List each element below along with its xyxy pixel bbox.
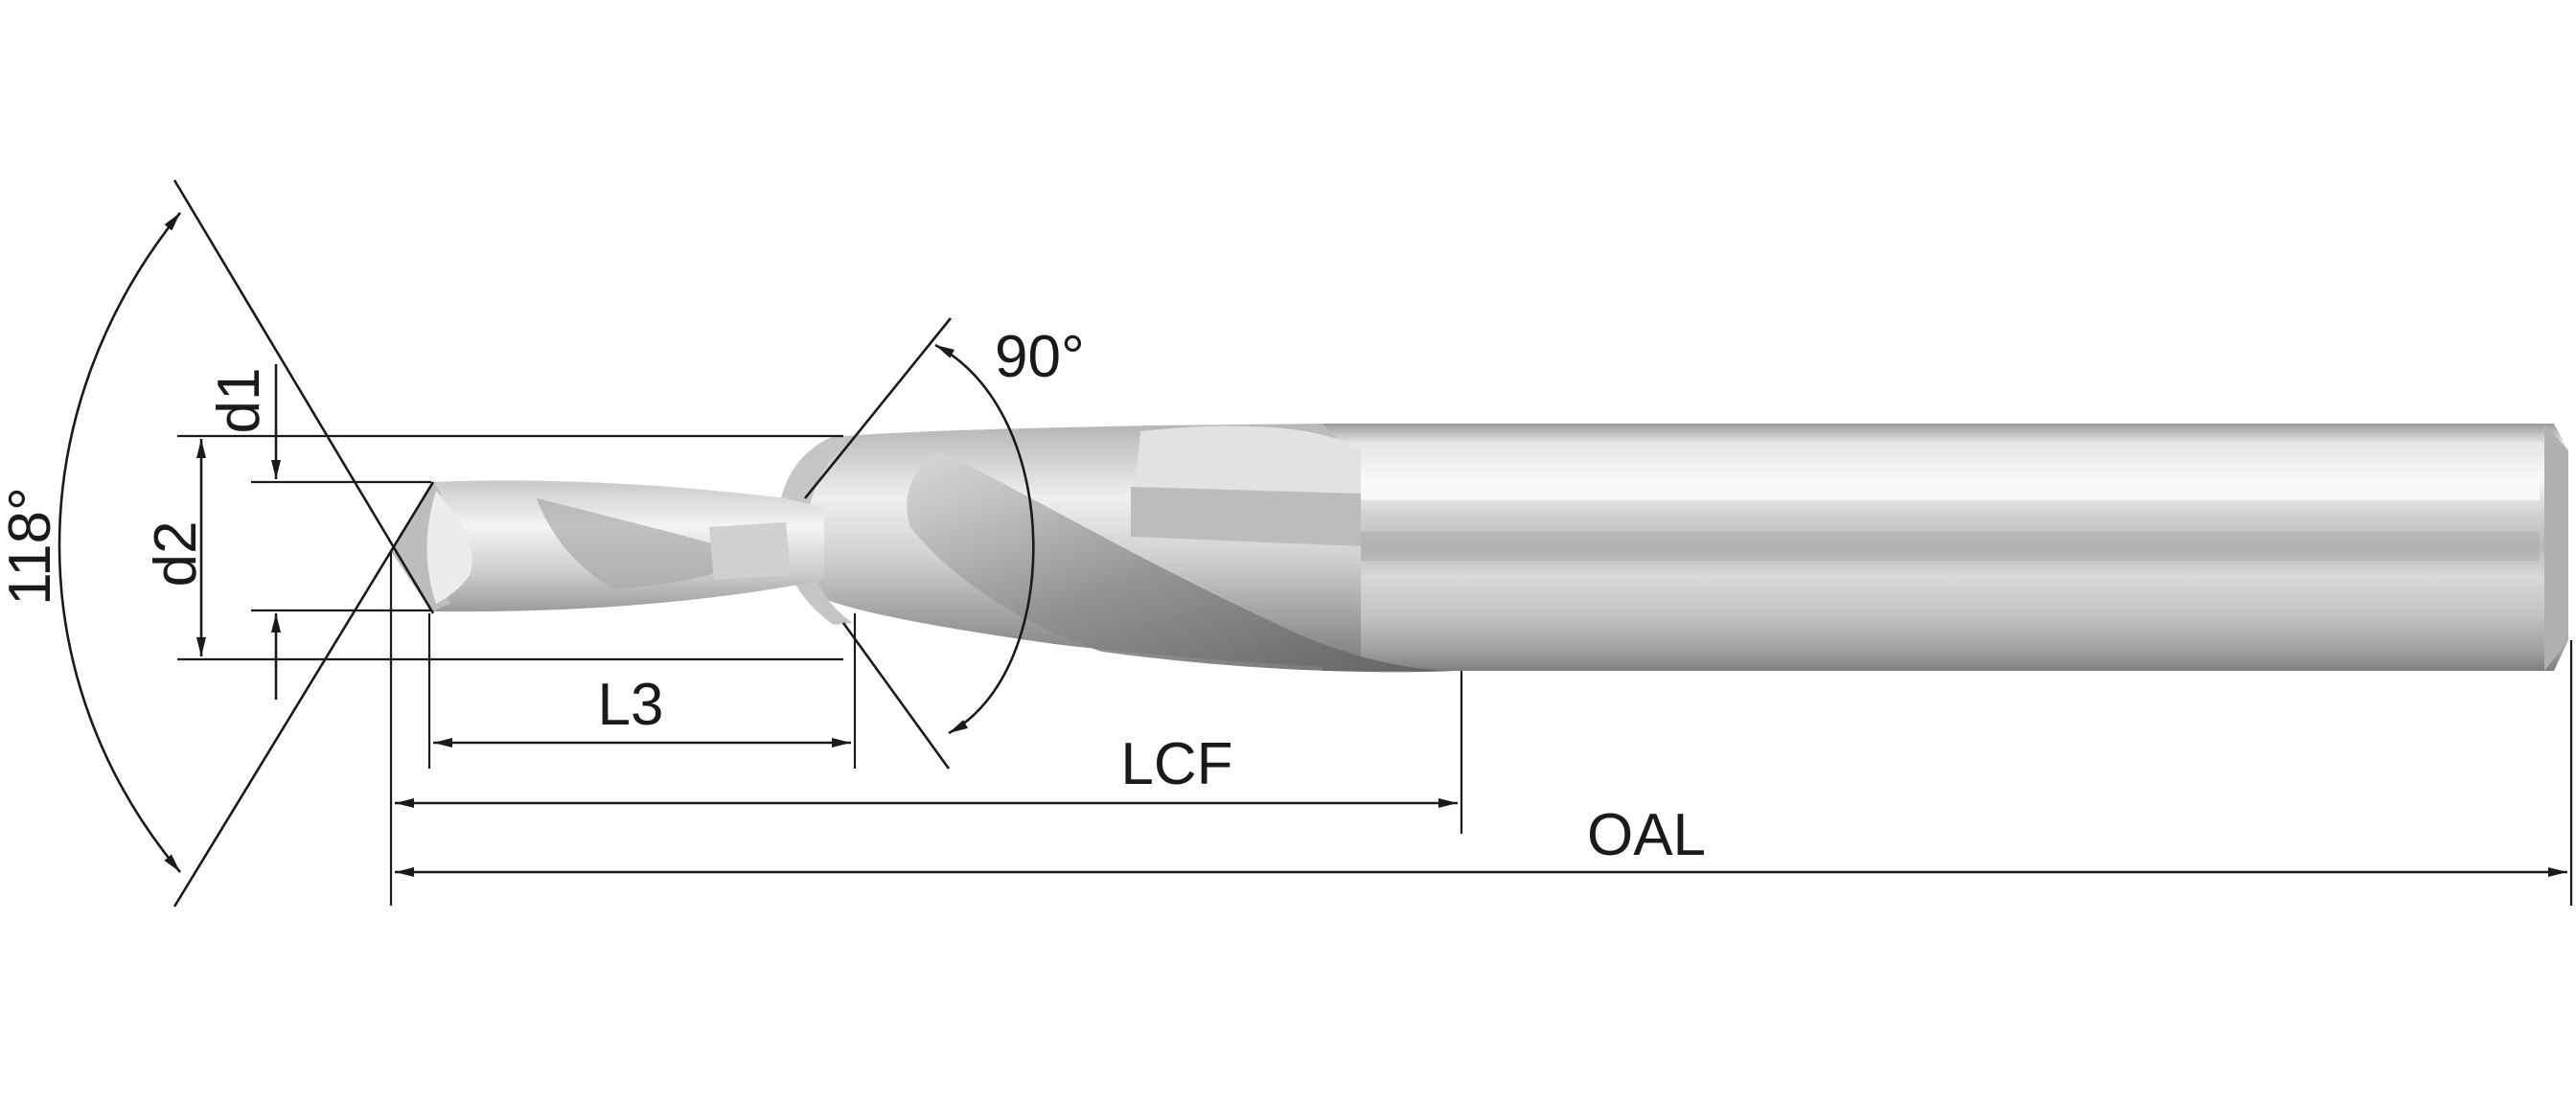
drill-body xyxy=(391,424,2568,673)
label-oal: OAL xyxy=(1587,802,1706,868)
dimension-labels: 118° d2 d1 90° L3 LCF OAL xyxy=(0,324,1706,868)
shank-highlight xyxy=(1361,477,2540,500)
angle90-line-lower xyxy=(841,622,951,770)
angle118-arc xyxy=(58,212,182,873)
angle90-arc xyxy=(934,343,1035,735)
helical-flute xyxy=(907,450,1457,673)
label-90-degrees: 90° xyxy=(995,324,1085,390)
margin-land-edge xyxy=(1131,487,1361,546)
label-d1: d1 xyxy=(206,368,272,434)
shank-chamfer xyxy=(2544,424,2568,671)
label-d2: d2 xyxy=(143,521,209,587)
label-l3: L3 xyxy=(598,672,664,738)
tip-highlight xyxy=(426,491,472,604)
pilot-neck xyxy=(709,522,791,580)
angle118-line-lower xyxy=(172,481,435,908)
shank-shadow-band xyxy=(1361,532,2540,561)
dimension-lines xyxy=(58,179,2573,908)
angle118-line-upper xyxy=(172,179,435,614)
label-lcf: LCF xyxy=(1120,731,1232,797)
pilot-flute xyxy=(537,498,757,589)
angle90-line-upper xyxy=(803,317,953,499)
label-118-degrees: 118° xyxy=(0,487,63,606)
